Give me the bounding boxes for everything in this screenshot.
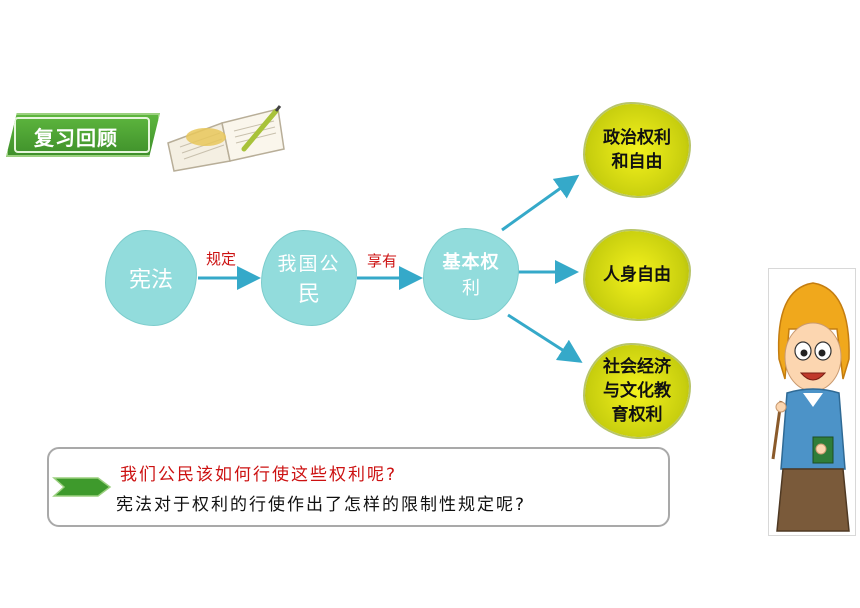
- node-constitution: 宪法: [105, 230, 197, 326]
- node-constitution-label: 宪法: [128, 268, 173, 293]
- notebook-illustration-icon: [167, 105, 285, 172]
- arrow-rights-social: [507, 313, 583, 363]
- edge-label-stipulates: 规定: [206, 250, 237, 268]
- review-badge: 复习回顾: [6, 113, 160, 157]
- badge-frame: [14, 117, 150, 153]
- node-personal-label: 人身自由: [603, 265, 671, 285]
- node-political-line2: 和自由: [611, 152, 663, 172]
- node-social-rights: 社会经济 与文化教 育权利: [585, 345, 689, 437]
- node-social-line1: 社会经济: [603, 357, 671, 377]
- arrow-pointer-icon: [52, 477, 112, 497]
- question-2: 宪法对于权利的行使作出了怎样的限制性规定呢?: [116, 495, 527, 515]
- node-basic-rights: 基本权 利: [423, 228, 519, 320]
- node-citizen-line1: 我国公: [277, 252, 341, 275]
- node-citizen: 我国公 民: [261, 230, 357, 326]
- edge-label-enjoys: 享有: [367, 252, 398, 270]
- question-1: 我们公民该如何行使这些权利呢?: [120, 465, 398, 485]
- node-political-line1: 政治权利: [603, 128, 671, 148]
- question-box: [47, 447, 670, 527]
- node-social-line2: 与文化教: [603, 381, 671, 401]
- node-political-rights: 政治权利 和自由: [585, 104, 689, 196]
- node-rights-line2: 利: [462, 278, 480, 299]
- node-rights-line1: 基本权: [442, 252, 500, 273]
- node-social-line3: 育权利: [611, 405, 663, 425]
- teacher-cartoon-frame: [768, 268, 856, 536]
- teacher-cartoon-icon: [771, 282, 850, 532]
- arrow-rights-political: [501, 174, 580, 232]
- node-personal-freedom: 人身自由: [585, 231, 689, 319]
- badge-label: 复习回顾: [34, 126, 118, 150]
- node-citizen-line2: 民: [297, 281, 320, 307]
